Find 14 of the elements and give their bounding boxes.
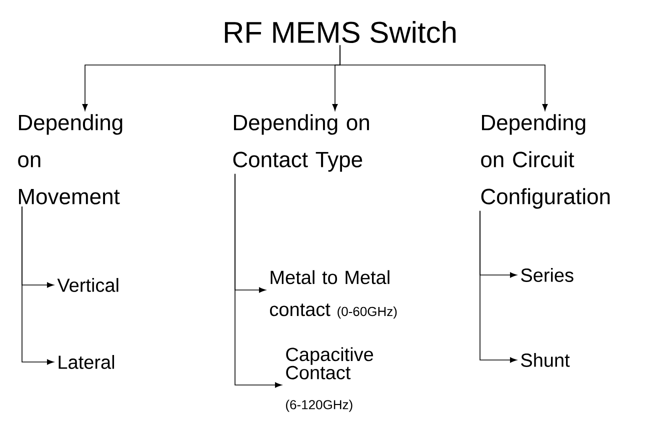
item-text: Metal to Metal contact (0-60GHz) (270, 270, 397, 319)
arrow (22, 206, 54, 365)
item-text: Lateral (58, 355, 114, 369)
item-text: Vertical (57, 278, 118, 292)
category-heading: Depending on Movement (18, 114, 122, 204)
category-heading: Depending on Circuit Configuration (481, 114, 610, 209)
item-text: Capacitive Contact (6-120GHz) (286, 347, 374, 412)
arrow (234, 174, 282, 388)
arrow (340, 44, 548, 111)
item-text: Shunt (521, 353, 570, 367)
title-text: RF MEMS Switch (224, 20, 456, 44)
item-text: Series (521, 268, 574, 282)
category-heading: Depending on Contact Type (233, 114, 369, 172)
arrow (480, 210, 517, 363)
